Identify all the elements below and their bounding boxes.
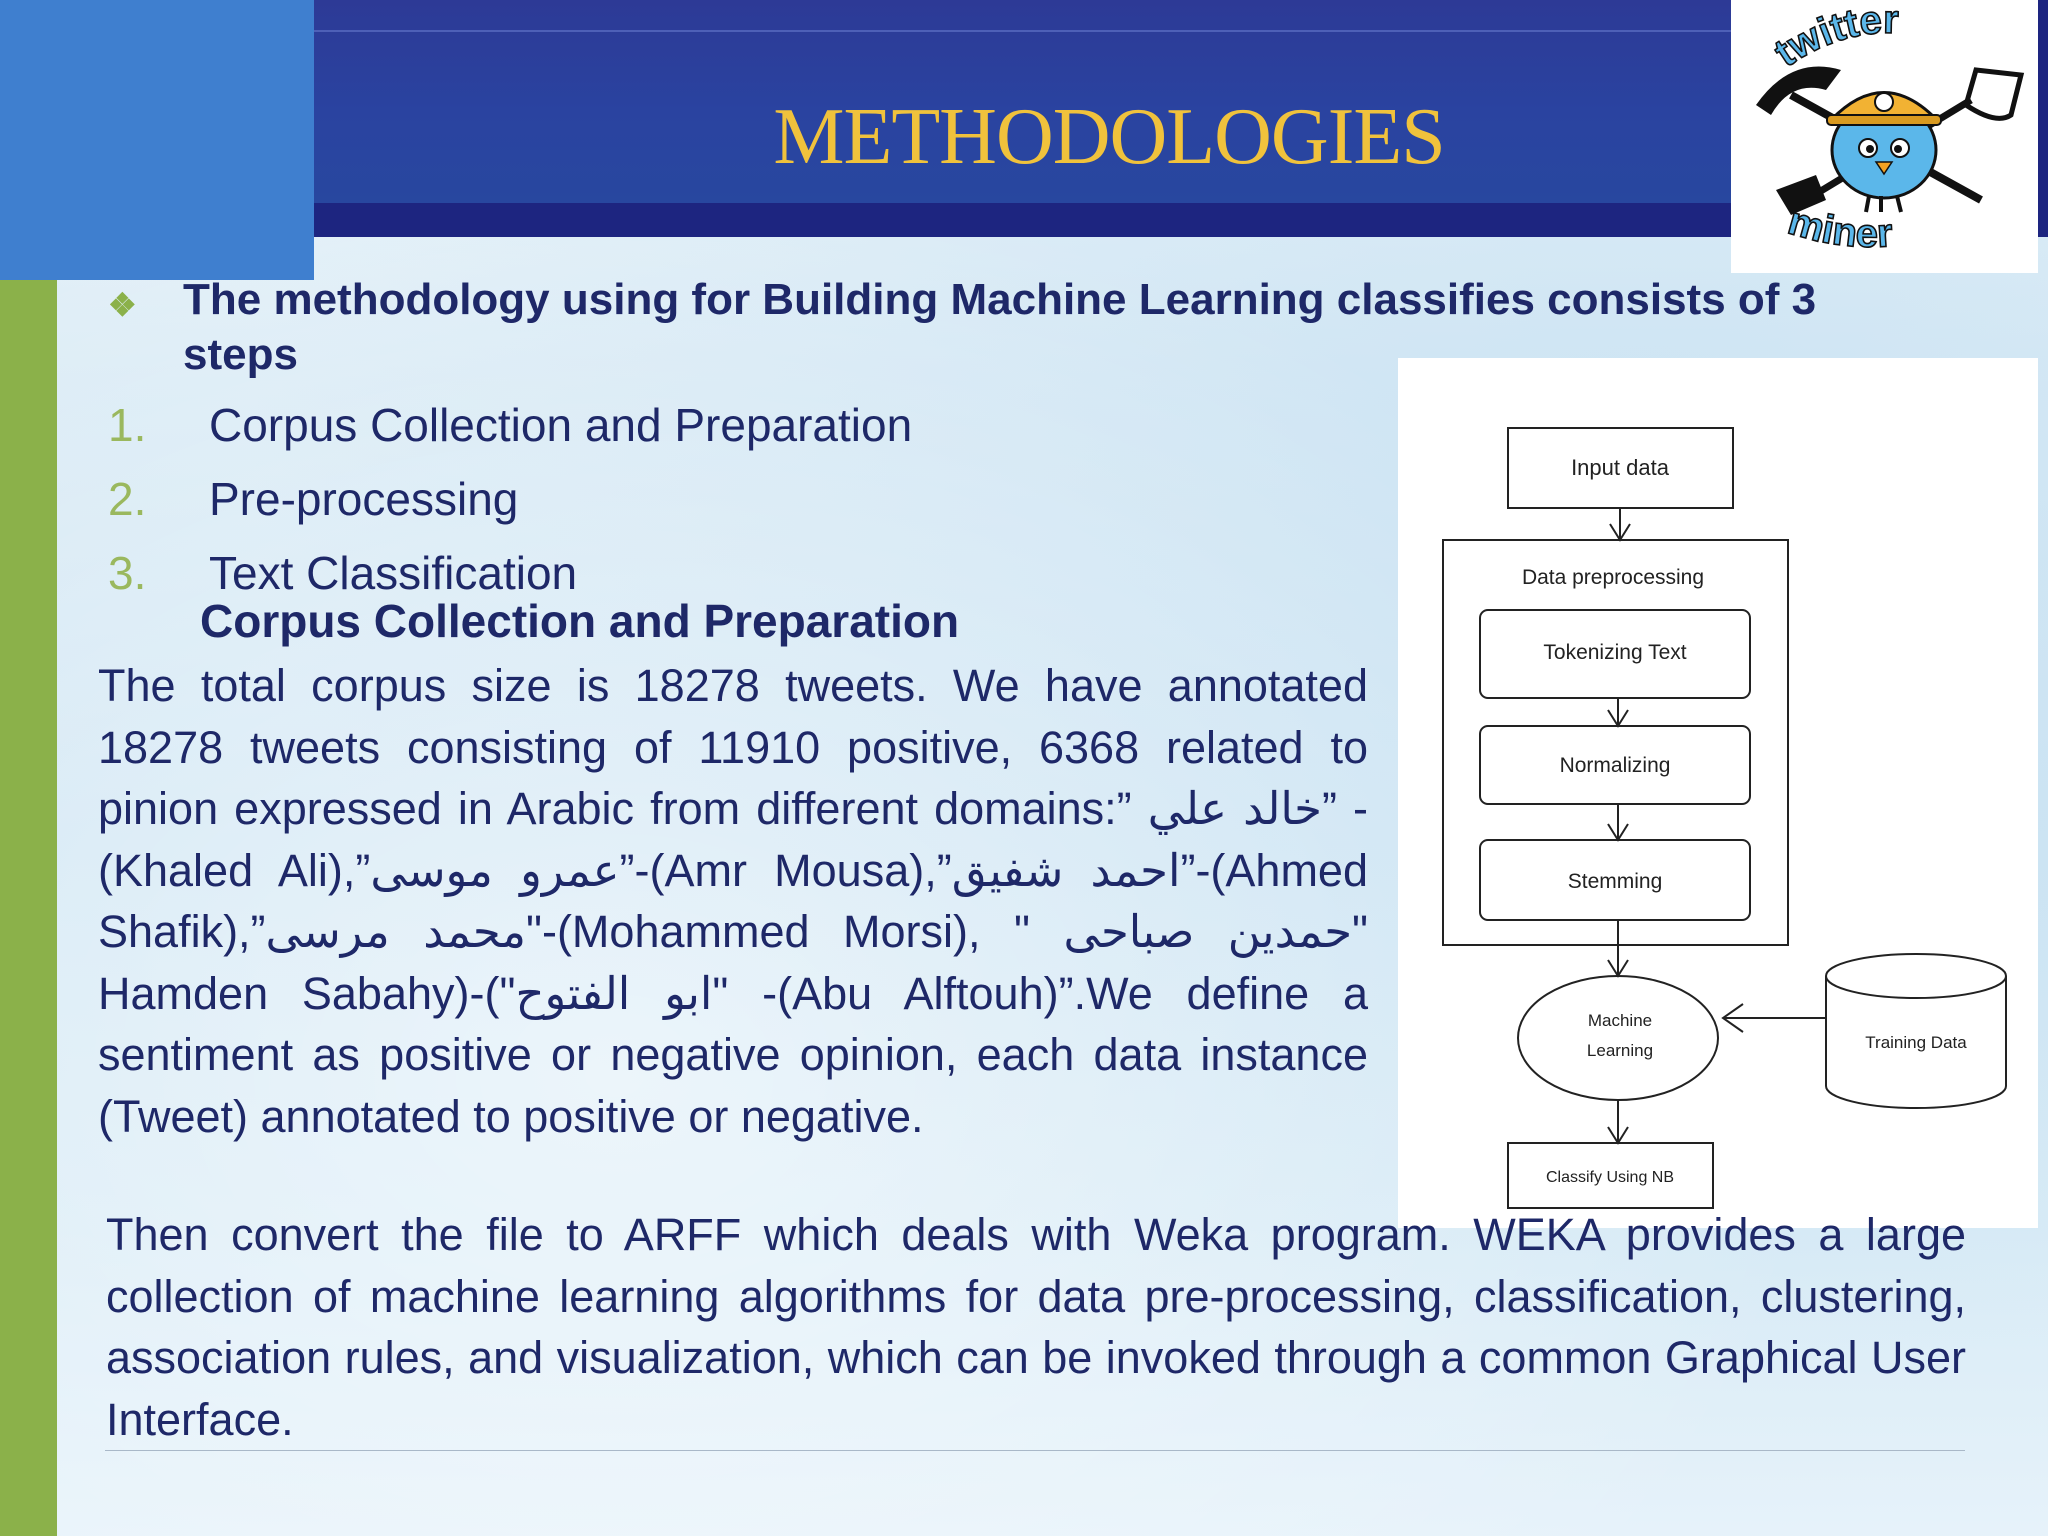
- twitter-miner-logo: twitter miner: [1731, 0, 2038, 273]
- machine-learning-label-2: Learning: [1587, 1041, 1653, 1060]
- corner-accent-block: [0, 0, 314, 280]
- shovel-grip: [1776, 175, 1826, 215]
- corpus-paragraph: The total corpus size is 18278 tweets. W…: [98, 660, 1369, 1142]
- tokenizing-box: [1479, 609, 1751, 699]
- header-title-panel: [314, 0, 1734, 203]
- step-number: 3.: [108, 547, 147, 599]
- arrow-head: [1607, 823, 1629, 842]
- arrow-head: [1607, 1126, 1629, 1145]
- pupil-left: [1866, 145, 1874, 153]
- left-accent-bar: [0, 280, 57, 1536]
- step-label: Corpus Collection and Preparation: [209, 399, 913, 451]
- intro-text: The methodology using for Building Machi…: [183, 275, 1817, 379]
- preprocessing-label: Data preprocessing: [1522, 566, 1704, 589]
- helmet-brim: [1826, 114, 1942, 126]
- classify-box: [1507, 1142, 1714, 1209]
- pupil-right: [1894, 145, 1902, 153]
- classify-label: Classify Using NB: [1546, 1169, 1674, 1186]
- step-label: Pre-processing: [209, 473, 519, 525]
- logo-graphic: twitter miner: [1756, 0, 2025, 257]
- training-data-cylinder: [1825, 976, 2007, 1109]
- intro-bullet: ❖ The methodology using for Building Mac…: [108, 272, 1908, 382]
- methodology-flowchart: Input data Data preprocessing Tokenizing…: [1398, 358, 2038, 1228]
- tokenizing-label: Tokenizing Text: [1543, 641, 1686, 664]
- arrow-head: [1721, 1003, 1744, 1033]
- pickaxe-head: [1756, 66, 1841, 115]
- stemming-box: [1479, 839, 1751, 921]
- machine-learning-ellipse: [1517, 975, 1719, 1101]
- flowchart-svg: Input data Data preprocessing Tokenizing…: [1442, 427, 2007, 1209]
- helmet-lamp: [1874, 92, 1894, 112]
- shovel-blade: [1963, 67, 2025, 121]
- logo-top-text: twitter: [1767, 0, 1899, 75]
- section-heading: Corpus Collection and Preparation: [200, 595, 960, 647]
- weka-paragraph: Then convert the file to ARFF which deal…: [106, 1209, 1966, 1445]
- step-number: 1.: [108, 399, 147, 451]
- step-number: 2.: [108, 473, 147, 525]
- arrow-head: [1607, 709, 1629, 728]
- training-data-cylinder-top: [1825, 953, 2007, 999]
- normalizing-box: [1479, 725, 1751, 805]
- logo-bottom-text: miner: [1783, 199, 1893, 256]
- bird-beak: [1874, 161, 1894, 176]
- arrow-head: [1609, 523, 1631, 542]
- stemming-label: Stemming: [1568, 870, 1663, 893]
- normalizing-label: Normalizing: [1560, 754, 1671, 777]
- bird-feet: [1864, 195, 1903, 213]
- header-divider: [314, 30, 1734, 32]
- arrow-head: [1607, 959, 1629, 978]
- step-label: Text Classification: [209, 547, 578, 599]
- input-label: Input data: [1571, 455, 1670, 480]
- slide-title: METHODOLOGIES: [773, 93, 1445, 181]
- machine-learning-label-1: Machine: [1588, 1011, 1652, 1030]
- preprocessing-group-box: [1442, 539, 1789, 946]
- bottom-divider: [105, 1450, 1965, 1451]
- diamond-bullet-icon: ❖: [108, 287, 137, 323]
- training-data-label: Training Data: [1865, 1033, 1967, 1052]
